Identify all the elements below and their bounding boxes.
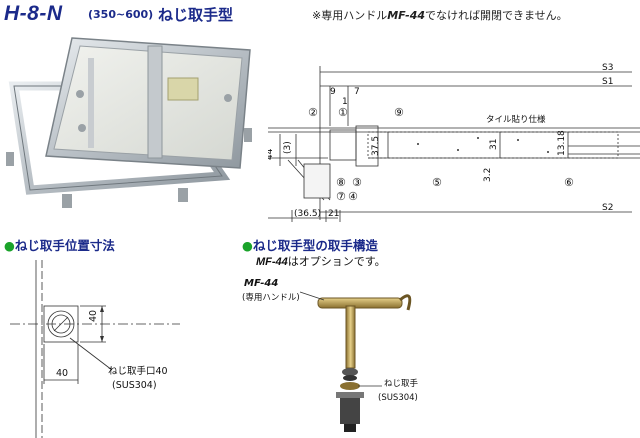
model-title: H-8-N <box>4 2 63 25</box>
handle-label: (専用ハンドル) <box>242 292 300 303</box>
hole-material: (SUS304) <box>112 380 157 391</box>
dim-44: 44 <box>268 148 275 160</box>
dims-drawing: 40 40 ねじ取手口40 (SUS304) <box>10 260 180 438</box>
callout-7: ⑦ <box>336 190 346 203</box>
dim-1: 1 <box>342 97 348 107</box>
dim-21: 21 <box>328 209 339 219</box>
dim-40-horizontal: 40 <box>56 368 68 379</box>
dim-7: 7 <box>354 87 360 97</box>
option-note: MF-44はオプションです。 <box>256 255 386 268</box>
dim-36-5: (36.5) <box>294 209 321 219</box>
hole-label: ねじ取手口40 <box>108 365 168 377</box>
dim-40-vertical: 40 <box>88 310 99 322</box>
product-photo <box>6 37 252 208</box>
dim-31: 31 <box>489 139 499 150</box>
section-dims-title: ●ねじ取手位置寸法 <box>4 238 115 253</box>
handle-drawing: MF-44 (専用ハンドル) ねじ取手 (SUS304) <box>242 278 419 432</box>
callout-9: ⑨ <box>394 106 404 119</box>
callout-6: ⑥ <box>564 176 574 189</box>
dim-37-5: 37.5 <box>371 136 381 156</box>
dim-3-2: 3.2 <box>483 168 493 182</box>
dim-s1: S1 <box>602 77 613 87</box>
callout-8: ⑧ <box>336 176 346 189</box>
callout-2: ② <box>308 106 318 119</box>
handle-model: MF-44 <box>244 278 278 289</box>
handle-note: ※専用ハンドルMF-44でなければ開閉できません。 <box>312 9 568 22</box>
dim-13-18: 13.18 <box>557 130 567 156</box>
dim-s3: S3 <box>602 63 613 73</box>
section-structure-title: ●ねじ取手型の取手構造 <box>242 238 378 253</box>
type-name: ねじ取手型 <box>158 6 234 24</box>
callout-3: ③ <box>352 176 362 189</box>
callout-1: ① <box>338 106 348 119</box>
dim-s2: S2 <box>602 203 613 213</box>
dim-9: 9 <box>330 87 336 97</box>
tile-note: タイル貼り仕様 <box>486 114 546 125</box>
size-range: (350~600) <box>88 8 154 21</box>
dim-3: (3) <box>283 141 293 154</box>
screw-label: ねじ取手 <box>384 378 419 389</box>
callout-5: ⑤ <box>432 176 442 189</box>
screw-material: (SUS304) <box>378 393 418 403</box>
callout-4: ④ <box>348 190 358 203</box>
section-drawing: S3 S1 S2 9 1 7 44 (3) 37.5 31 3.2 13.18 … <box>268 63 640 222</box>
